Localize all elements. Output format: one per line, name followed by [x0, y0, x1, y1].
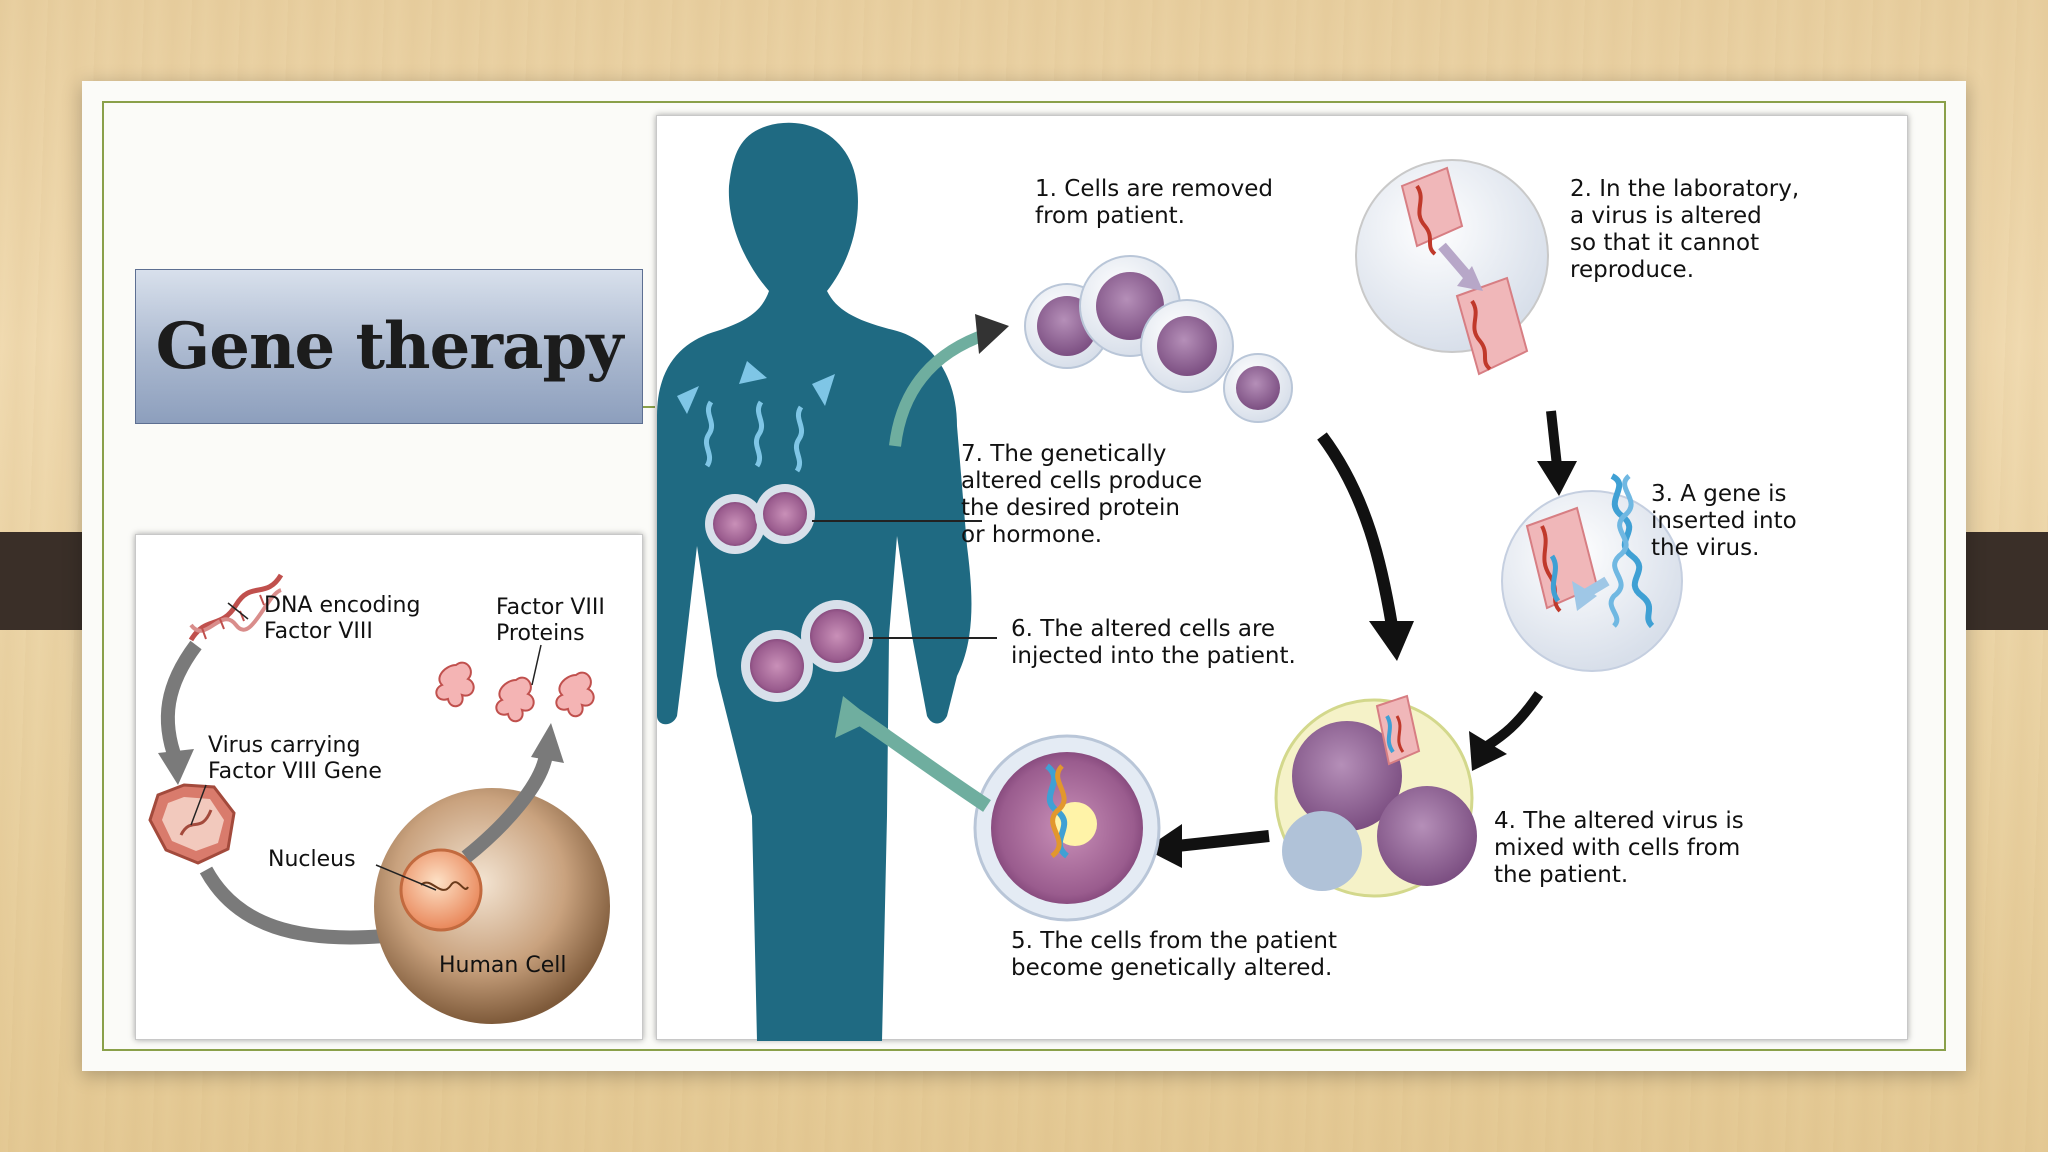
label-factor-proteins: Factor VIII Proteins: [496, 595, 605, 646]
title-box: Gene therapy: [135, 269, 643, 424]
step-5-number: 5.: [1011, 928, 1033, 954]
altered-cells-step7: [705, 484, 815, 554]
human-cell-icon: [374, 788, 610, 1024]
step-3-number: 3.: [1651, 481, 1673, 507]
step-6-number: 6.: [1011, 616, 1033, 642]
step-7-number: 7.: [961, 441, 983, 467]
step-4-text: The altered virus is mixed with cells fr…: [1494, 808, 1744, 889]
step-3-label: 3. A gene is inserted into the virus.: [1651, 481, 1797, 562]
factor-viii-panel: DNA encoding Factor VIII Factor VIII Pro…: [135, 534, 643, 1040]
hormone-triangle-icon: [739, 361, 767, 384]
mixed-cells-sphere-step4: [1274, 694, 1477, 898]
gray-arrow-3: [461, 753, 553, 863]
step-3-text: A gene is inserted into the virus.: [1651, 481, 1797, 562]
hormone-triangle-icon: [812, 374, 835, 406]
step-4-number: 4.: [1494, 808, 1516, 834]
black-arrow-4-5: [1176, 830, 1270, 852]
step-2-text: In the laboratory, a virus is altered so…: [1570, 176, 1800, 284]
step-2-number: 2.: [1570, 176, 1592, 202]
step-1-label: 1. Cells are removed from patient.: [1035, 176, 1273, 230]
human-silhouette: [657, 122, 972, 1041]
proteins-icon: [435, 661, 595, 723]
removed-cells-step1: [1024, 255, 1293, 423]
gene-therapy-process-diagram: [657, 122, 1683, 1041]
step-5-label: 5. The cells from the patient become gen…: [1011, 928, 1337, 982]
black-arrow-3-4: [1484, 691, 1544, 751]
label-nucleus: Nucleus: [268, 847, 356, 872]
gene-insert-sphere-step3: [1501, 490, 1683, 672]
step-7-label: 7. The genetically altered cells produce…: [961, 441, 1202, 550]
step-6-label: 6. The altered cells are injected into t…: [1011, 616, 1296, 670]
step-2-label: 2. In the laboratory, a virus is altered…: [1570, 176, 1799, 285]
title-connector: [643, 406, 655, 408]
teal-arrow-out: [889, 328, 989, 447]
label-human-cell: Human Cell: [439, 953, 567, 978]
label-dna-encoding: DNA encoding Factor VIII: [264, 593, 421, 644]
slide-border: [102, 101, 1946, 1051]
hormone-triangle-icon: [677, 386, 699, 414]
altered-cell-step5: [973, 734, 1161, 922]
teal-arrow-in: [853, 710, 991, 812]
lab-virus-sphere-step2: [1355, 159, 1549, 376]
black-arrow-1-4: [1317, 432, 1398, 627]
black-arrow-2-3: [1546, 410, 1562, 467]
gene-strand-icon: [1608, 473, 1655, 629]
step-1-number: 1.: [1035, 176, 1057, 202]
step-4-label: 4. The altered virus is mixed with cells…: [1494, 808, 1744, 889]
gray-arrow-1: [160, 640, 202, 763]
step-1-text: Cells are removed from patient.: [1035, 176, 1273, 230]
gene-therapy-process-panel: 1. Cells are removed from patient. 2. In…: [656, 115, 1908, 1041]
slide-title: Gene therapy: [155, 309, 624, 384]
step-7-text: The genetically altered cells produce th…: [961, 441, 1203, 549]
gray-arrow-2: [199, 866, 397, 945]
factor-viii-diagram: [148, 573, 610, 1024]
step-5-text: The cells from the patient become geneti…: [1011, 928, 1337, 982]
virus-icon: [148, 783, 236, 865]
altered-cells-step6: [741, 600, 873, 702]
step-6-text: The altered cells are injected into the …: [1011, 616, 1296, 670]
label-virus-carrying: Virus carrying Factor VIII Gene: [208, 733, 382, 784]
